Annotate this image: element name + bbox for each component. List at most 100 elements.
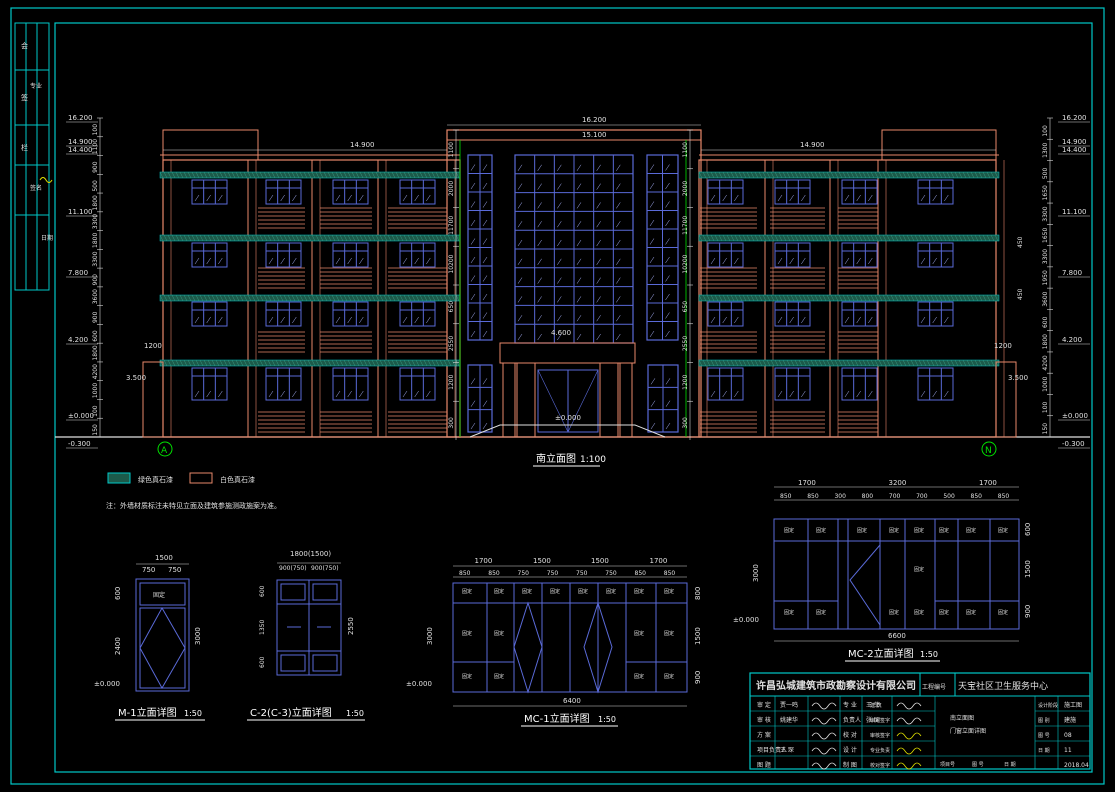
band-hatch — [698, 359, 703, 367]
window — [332, 179, 369, 205]
vdim-right-11: 4200 — [1042, 355, 1049, 370]
band-hatch — [295, 359, 300, 367]
band-hatch — [778, 359, 783, 367]
band-hatch — [291, 234, 296, 242]
glass-glint — [932, 316, 937, 324]
vdim-center-l-7: 300 — [448, 417, 455, 429]
band-hatch — [802, 359, 807, 367]
band-hatch — [335, 171, 340, 179]
band-hatch — [439, 359, 444, 367]
band-hatch — [942, 294, 947, 302]
band-hatch — [431, 171, 436, 179]
glass-glint — [710, 390, 716, 398]
vdim-center-r-2: 11700 — [682, 216, 689, 235]
band-hatch — [315, 171, 320, 179]
band-hatch — [850, 171, 855, 179]
band-hatch — [846, 234, 851, 242]
band-hatch — [866, 359, 871, 367]
band-hatch — [375, 171, 380, 179]
top-level-2: 15.100 — [582, 131, 607, 139]
band-hatch — [766, 359, 771, 367]
band-hatch — [447, 359, 452, 367]
curtain-glint — [482, 312, 488, 319]
curtain-glint — [576, 258, 582, 265]
glass-glint — [268, 316, 274, 324]
vdim-left-5: 3300 — [92, 214, 99, 229]
canopy-level: 4.600 — [551, 329, 571, 337]
band-hatch — [734, 171, 739, 179]
band-hatch — [906, 294, 911, 302]
band-hatch — [211, 234, 216, 242]
band-hatch — [199, 294, 204, 302]
band-hatch — [347, 171, 352, 179]
band-hatch — [774, 234, 779, 242]
mc2-dim-right-2: 900 — [1024, 605, 1032, 618]
band-hatch — [423, 359, 428, 367]
band-hatch — [842, 294, 847, 302]
band-hatch — [914, 294, 919, 302]
glass-glint — [789, 390, 794, 398]
band-hatch — [834, 234, 839, 242]
band-hatch — [838, 171, 843, 179]
band-hatch — [299, 294, 304, 302]
band-hatch — [934, 234, 939, 242]
glass-glint — [801, 194, 806, 202]
vdim-center-l-6: 1200 — [448, 374, 455, 389]
band-hatch — [730, 234, 735, 242]
band-hatch — [395, 171, 400, 179]
band-hatch — [163, 359, 168, 367]
band-hatch — [890, 171, 895, 179]
curtain-glint — [482, 219, 488, 227]
glass-glint — [868, 257, 873, 265]
band-hatch — [766, 234, 771, 242]
mc1-fixed-label-7: 固定 — [664, 630, 674, 637]
glass-glint — [920, 257, 926, 265]
band-hatch — [822, 294, 827, 302]
band-hatch — [311, 294, 316, 302]
band-hatch — [287, 359, 292, 367]
band-hatch — [199, 234, 204, 242]
tb-mid-value-1: 张 国 — [866, 716, 880, 724]
band-hatch — [806, 171, 811, 179]
band-hatch — [243, 294, 248, 302]
tb-right-value-3: 11 — [1064, 747, 1072, 754]
window — [917, 367, 954, 401]
mc1-dim-right-0: 800 — [694, 587, 702, 600]
glass-glint — [402, 316, 408, 324]
band-hatch — [938, 171, 943, 179]
band-hatch — [343, 294, 348, 302]
band-hatch — [227, 359, 232, 367]
glass-glint — [734, 257, 739, 265]
band-hatch — [231, 359, 236, 367]
band-hatch — [878, 234, 883, 242]
band-hatch — [790, 294, 795, 302]
band-hatch — [231, 171, 236, 179]
vdim-left-10: 900 — [92, 311, 99, 323]
band-hatch — [259, 171, 264, 179]
tb-mid-label-3: 设 计 — [843, 746, 857, 754]
band-hatch — [934, 171, 939, 179]
curtain-glint — [482, 275, 488, 282]
band-hatch — [806, 234, 811, 242]
right-annot-1: 450 — [1017, 288, 1024, 300]
band-hatch — [702, 171, 707, 179]
band-hatch — [171, 234, 176, 242]
band-hatch — [806, 359, 811, 367]
glass-glint — [402, 390, 408, 398]
tb-mid-label-1: 负责人 — [843, 716, 861, 724]
window — [774, 242, 811, 268]
glass-glint — [280, 390, 285, 398]
band-hatch — [966, 171, 971, 179]
axis-bubble-right — [981, 441, 997, 457]
band-hatch — [455, 294, 460, 302]
band-hatch — [702, 359, 707, 367]
band-hatch — [299, 234, 304, 242]
band-hatch — [371, 359, 376, 367]
band-hatch — [862, 359, 867, 367]
curtain-glint — [537, 239, 542, 247]
band-hatch — [207, 234, 212, 242]
band-hatch — [746, 234, 751, 242]
window — [707, 179, 744, 205]
band-hatch — [323, 171, 328, 179]
